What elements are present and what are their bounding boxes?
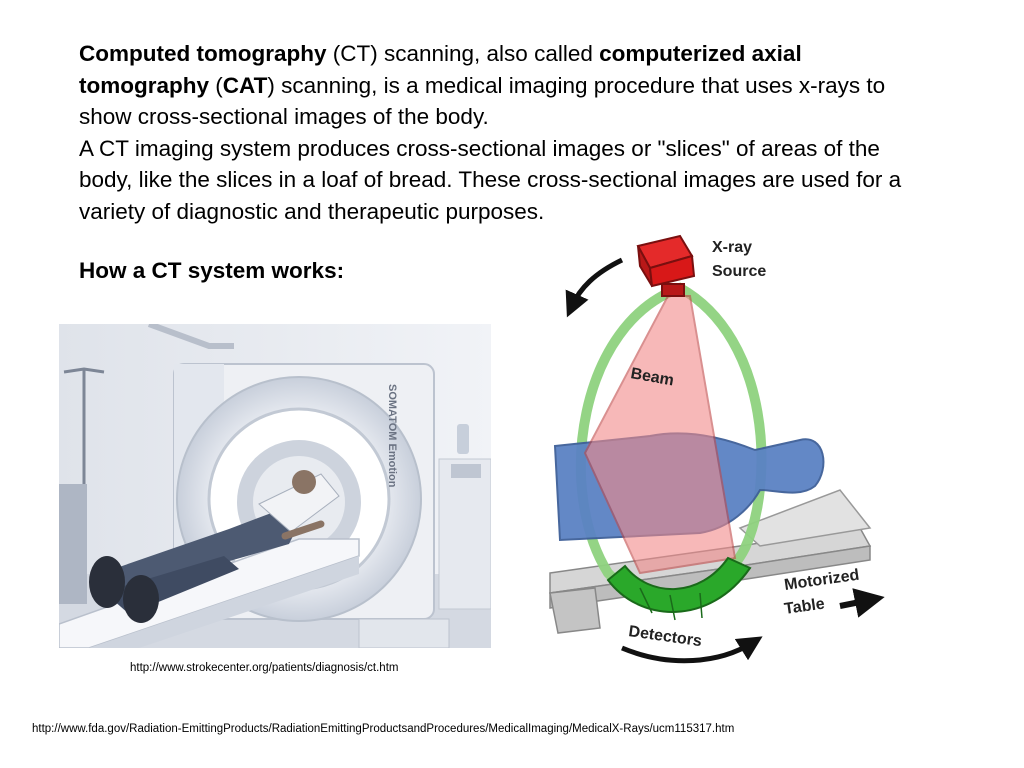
diagram-source-link[interactable]: http://www.fda.gov/Radiation-EmittingPro… — [32, 723, 735, 735]
intro-text-segment: ( — [209, 72, 223, 98]
term-computerized-axial-tomography: computerized axial tomography — [79, 41, 802, 98]
intro-paragraph-1: Computed tomography (CT) scanning, also … — [79, 38, 914, 133]
how-heading: How a CT system works: — [79, 258, 345, 283]
term-computed-tomography: Computed tomography — [79, 41, 327, 66]
xray-beam — [583, 295, 737, 575]
intro-text: Computed tomography (CT) scanning, also … — [79, 38, 914, 227]
intro-paragraph-2: A CT imaging system produces cross-secti… — [79, 135, 902, 224]
ct-scanner-photo: SOMATOM Emotion — [59, 324, 491, 648]
term-cat: CAT — [222, 72, 268, 98]
xray-label-line1: X-ray — [712, 239, 752, 256]
ct-diagram: X-ray Source Beam Motorized Table Detect… — [549, 234, 885, 664]
rotation-arrow-top — [565, 257, 624, 318]
xray-source — [636, 234, 696, 297]
photo-source-link[interactable]: http://www.strokecenter.org/patients/dia… — [130, 662, 399, 674]
detectors-label: Detectors — [627, 623, 703, 650]
rotation-arrow-bottom — [621, 636, 763, 664]
scanner-brand-label: SOMATOM Emotion — [386, 384, 398, 488]
table-arrow — [839, 588, 885, 618]
xray-label-line2: Source — [712, 263, 766, 280]
intro-text-segment: ) scanning, is a medical imaging procedu… — [79, 72, 886, 130]
table-label-line2: Table — [783, 595, 826, 617]
intro-text-segment: (CT) scanning, also called — [326, 41, 600, 66]
detectors-array — [606, 556, 752, 613]
